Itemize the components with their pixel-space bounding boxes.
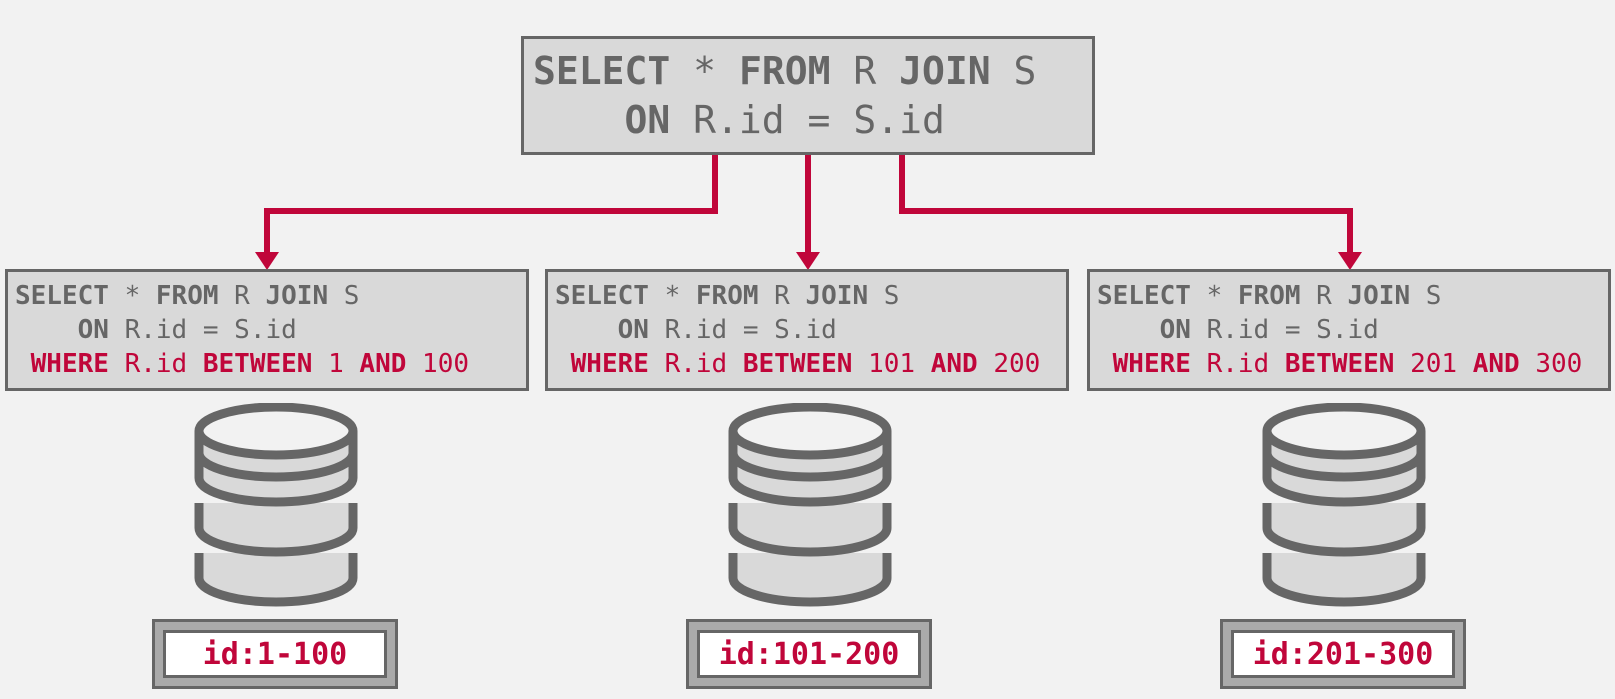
query-token: R.id = S.id xyxy=(1206,315,1379,345)
query-token: ON xyxy=(617,315,649,345)
star: * xyxy=(693,49,717,93)
query-token: 200 xyxy=(993,349,1041,379)
query-token: * xyxy=(664,281,681,311)
query-token: 201 xyxy=(1410,349,1458,379)
partition-range-3: id:201-300 xyxy=(1231,630,1455,678)
database-icon xyxy=(1262,403,1426,607)
query-token: * xyxy=(1206,281,1223,311)
kw-select: SELECT xyxy=(533,49,671,93)
query-token: 1 xyxy=(328,349,344,379)
query-token: R xyxy=(774,281,790,311)
query-token: WHERE xyxy=(1112,349,1191,379)
arrow-to-partition-1 xyxy=(264,154,718,256)
partition-label-2: id:101-200 xyxy=(686,619,932,689)
sub-query-box-2: SELECT * FROM R JOIN S ON R.id = S.id WH… xyxy=(545,269,1069,391)
table-s: S xyxy=(1013,49,1037,93)
query-token: R.id xyxy=(1206,349,1270,379)
query-token: ON xyxy=(1159,315,1191,345)
query-token: JOIN xyxy=(1347,281,1411,311)
query-token: FROM xyxy=(155,281,219,311)
query-token: FROM xyxy=(695,281,759,311)
query-token: 300 xyxy=(1535,349,1583,379)
partition-range-1: id:1-100 xyxy=(163,630,387,678)
arrowhead-1 xyxy=(255,252,279,270)
query-token: 101 xyxy=(868,349,916,379)
query-token: R.id = S.id xyxy=(124,315,297,345)
arrow-to-partition-3 xyxy=(899,154,1353,256)
partition-label-3: id:201-300 xyxy=(1220,619,1466,689)
query-token: R.id = S.id xyxy=(664,315,837,345)
query-token: S xyxy=(343,281,360,311)
sub-query-box-3: SELECT * FROM R JOIN S ON R.id = S.id WH… xyxy=(1087,269,1611,391)
query-token: SELECT xyxy=(1097,281,1191,311)
kw-from: FROM xyxy=(738,49,831,93)
query-token: JOIN xyxy=(265,281,329,311)
query-token: S xyxy=(1425,281,1442,311)
join-condition: R.id = S.id xyxy=(693,98,945,143)
query-token: R.id xyxy=(124,349,188,379)
query-token: WHERE xyxy=(30,349,109,379)
arrowhead-2 xyxy=(796,252,820,270)
kw-join: JOIN xyxy=(899,49,991,93)
query-token: R xyxy=(1316,281,1332,311)
partition-range-2: id:101-200 xyxy=(697,630,921,678)
database-icon xyxy=(194,403,358,607)
query-token: R xyxy=(234,281,250,311)
query-token: JOIN xyxy=(805,281,869,311)
query-token: SELECT xyxy=(15,281,109,311)
query-token: S xyxy=(883,281,900,311)
partition-label-1: id:1-100 xyxy=(152,619,398,689)
query-token: BETWEEN xyxy=(742,349,853,379)
query-token: AND xyxy=(359,349,407,379)
query-token: * xyxy=(124,281,141,311)
kw-on: ON xyxy=(624,98,671,143)
sub-query-box-1: SELECT * FROM R JOIN S ON R.id = S.id WH… xyxy=(5,269,529,391)
query-token: ON xyxy=(77,315,109,345)
query-token: WHERE xyxy=(570,349,649,379)
query-token: 100 xyxy=(422,349,470,379)
database-icon xyxy=(728,403,892,607)
query-token: SELECT xyxy=(555,281,649,311)
table-r: R xyxy=(853,49,877,93)
query-token: R.id xyxy=(664,349,728,379)
query-token: AND xyxy=(930,349,978,379)
query-token: FROM xyxy=(1237,281,1301,311)
query-token: BETWEEN xyxy=(1284,349,1395,379)
arrowhead-3 xyxy=(1338,252,1362,270)
query-token: BETWEEN xyxy=(202,349,313,379)
query-token: AND xyxy=(1472,349,1520,379)
top-query-box: SELECT * FROM R JOIN S ON R.id = S.id xyxy=(521,36,1095,155)
